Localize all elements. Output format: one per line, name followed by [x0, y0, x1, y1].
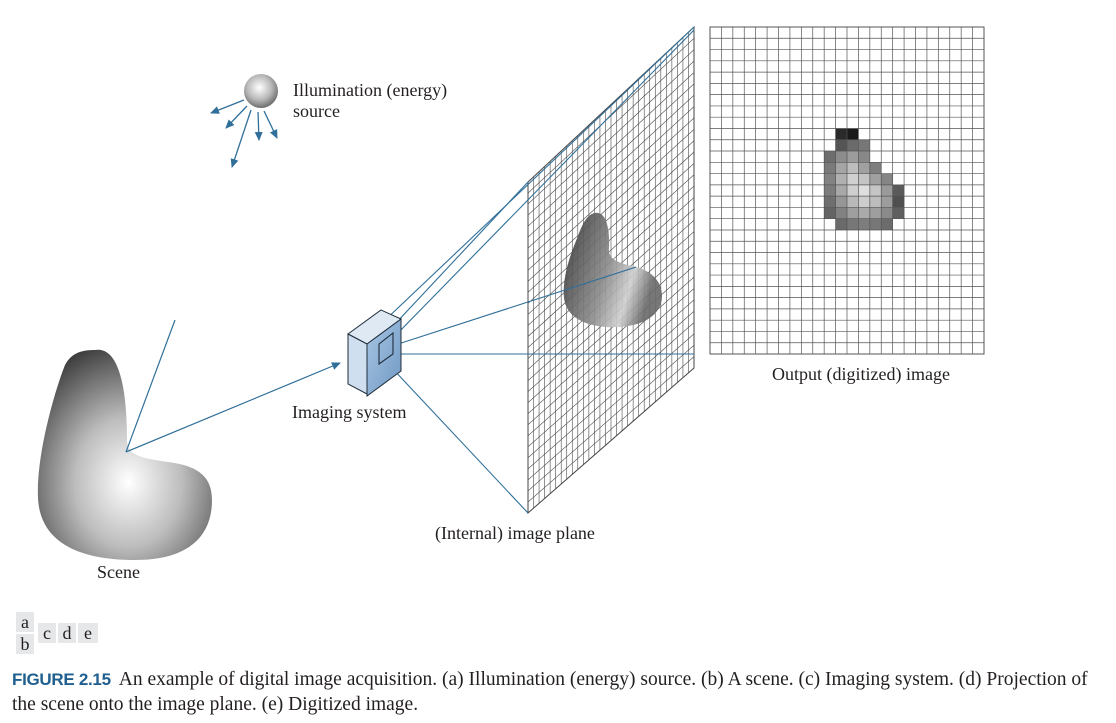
illumination-label-line1: Illumination (energy)	[293, 80, 448, 100]
panel-key-b: b	[16, 634, 34, 654]
diagram-canvas	[37, 25, 985, 560]
panel-key-c: c	[38, 623, 56, 643]
figure-diagram: Illumination (energy) source Imaging sys…	[37, 25, 985, 582]
imaging-system	[347, 309, 402, 397]
caption-label: FIGURE 2.15	[12, 670, 111, 689]
projected-scene	[563, 212, 662, 328]
imaging-system-label: Imaging system	[292, 402, 407, 422]
aperture-icon	[378, 331, 394, 366]
digitized-pixels	[824, 128, 905, 230]
incident-ray	[125, 319, 176, 453]
image-plane-label: (Internal) image plane	[435, 523, 595, 543]
scene-label: Scene	[97, 562, 140, 582]
output-image-label: Output (digitized) image	[772, 364, 950, 384]
reflected-ray	[125, 362, 341, 453]
illumination-source	[210, 74, 278, 168]
image-plane-grid	[528, 32, 694, 509]
image-plane	[527, 25, 695, 515]
light-rays	[210, 99, 278, 168]
panel-key-d: d	[58, 623, 76, 643]
caption-text: An example of digital image acquisition.…	[12, 669, 1088, 715]
light-bulb-icon	[244, 74, 278, 108]
projection-lines	[379, 26, 695, 514]
output-image	[709, 26, 985, 355]
panel-key-a: a	[16, 612, 34, 632]
panel-key-e: e	[78, 623, 98, 643]
scene-object	[37, 349, 212, 560]
output-grid	[710, 27, 984, 354]
illumination-label-line2: source	[293, 101, 340, 121]
